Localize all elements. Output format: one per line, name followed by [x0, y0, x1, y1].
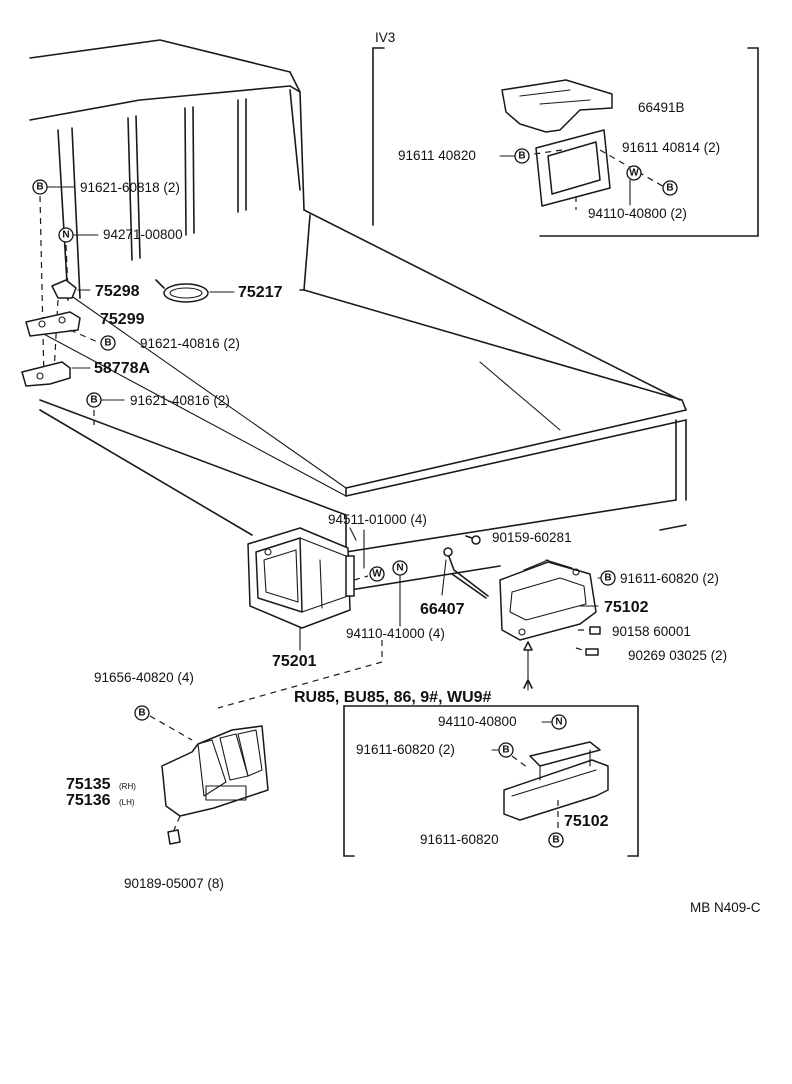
- label-94110-40800-2: 94110-40800 (2): [588, 206, 687, 221]
- part-90269-clip: [585, 648, 599, 656]
- part-75201-housing: [247, 527, 355, 629]
- label-lh: (LH): [119, 798, 135, 807]
- part-90158-screw: [589, 626, 601, 635]
- bolt-icon: B: [36, 182, 43, 193]
- label-rh: (RH): [119, 782, 136, 791]
- label-58778a: 58778A: [94, 360, 150, 377]
- part-90189-clip: [167, 829, 181, 845]
- part-75298-clip: [51, 279, 77, 299]
- label-90189-05007: 90189-05007 (8): [124, 876, 224, 891]
- nut-icon: N: [555, 717, 562, 728]
- iv3-inset-frame: [372, 47, 759, 237]
- part-75135-75136-bracket: [161, 725, 269, 817]
- label-94271-00800: 94271-00800: [103, 227, 183, 242]
- bolt-icon: B: [90, 395, 97, 406]
- label-75136: 75136: [66, 792, 111, 809]
- label-75217: 75217: [238, 284, 283, 301]
- label-91611-60820-b: 91611-60820 (2): [356, 742, 455, 757]
- label-91621-60818: 91621-60818 (2): [80, 180, 180, 195]
- label-91611-40814: 91611 40814 (2): [622, 140, 720, 155]
- label-66407: 66407: [420, 601, 465, 618]
- label-75201: 75201: [272, 653, 317, 670]
- label-91611-60820-c: 91611-60820: [420, 832, 499, 847]
- part-75102-handle: [499, 559, 597, 641]
- label-66491b: 66491B: [638, 100, 685, 115]
- washer-icon: W: [372, 569, 382, 580]
- label-91611-60820-2: 91611-60820 (2): [620, 571, 719, 586]
- label-94110-40800: 94110-40800: [438, 714, 517, 729]
- label-91621-40816-a: 91621-40816 (2): [140, 336, 240, 351]
- part-75299-hinge: [25, 311, 81, 337]
- label-91656-40820: 91656-40820 (4): [94, 670, 194, 685]
- nut-icon: N: [62, 230, 69, 241]
- label-75299: 75299: [100, 311, 145, 328]
- variant-label: IV3: [375, 30, 395, 45]
- part-75217-ring: [155, 279, 209, 303]
- label-90269-03025: 90269 03025 (2): [628, 648, 727, 663]
- label-75102-a: 75102: [604, 599, 649, 616]
- truck-bed: [29, 39, 687, 591]
- label-75135: 75135: [66, 776, 111, 793]
- part-75102-inset-handle: [503, 741, 609, 821]
- label-91621-40816-b: 91621-40816 (2): [130, 393, 230, 408]
- bolt-icon: B: [104, 338, 111, 349]
- label-90158-60001: 90158 60001: [612, 624, 691, 639]
- bolt-icon: B: [518, 151, 525, 162]
- inset-frame: [343, 705, 639, 857]
- label-91611-40820: 91611 40820: [398, 148, 476, 163]
- bolt-icon: B: [552, 835, 559, 846]
- part-90159-bolt: [465, 535, 481, 545]
- bolt-icon: B: [666, 183, 673, 194]
- part-66407-rod: [443, 547, 489, 599]
- label-90159-60281: 90159-60281: [492, 530, 572, 545]
- washer-icon: W: [629, 168, 639, 179]
- label-inset-variants: RU85, BU85, 86, 9#, WU9#: [294, 689, 492, 706]
- label-94110-41000: 94110-41000 (4): [346, 626, 445, 641]
- label-75298: 75298: [95, 283, 140, 300]
- bolt-icon: B: [138, 708, 145, 719]
- bolt-icon: B: [604, 573, 611, 584]
- drawing-code: MB N409-C: [690, 900, 761, 915]
- label-75102-b: 75102: [564, 813, 609, 830]
- bolt-icon: B: [502, 745, 509, 756]
- part-58778a-latch: [21, 361, 71, 387]
- nut-icon: N: [396, 563, 403, 574]
- label-94511-01000: 94511-01000 (4): [328, 512, 427, 527]
